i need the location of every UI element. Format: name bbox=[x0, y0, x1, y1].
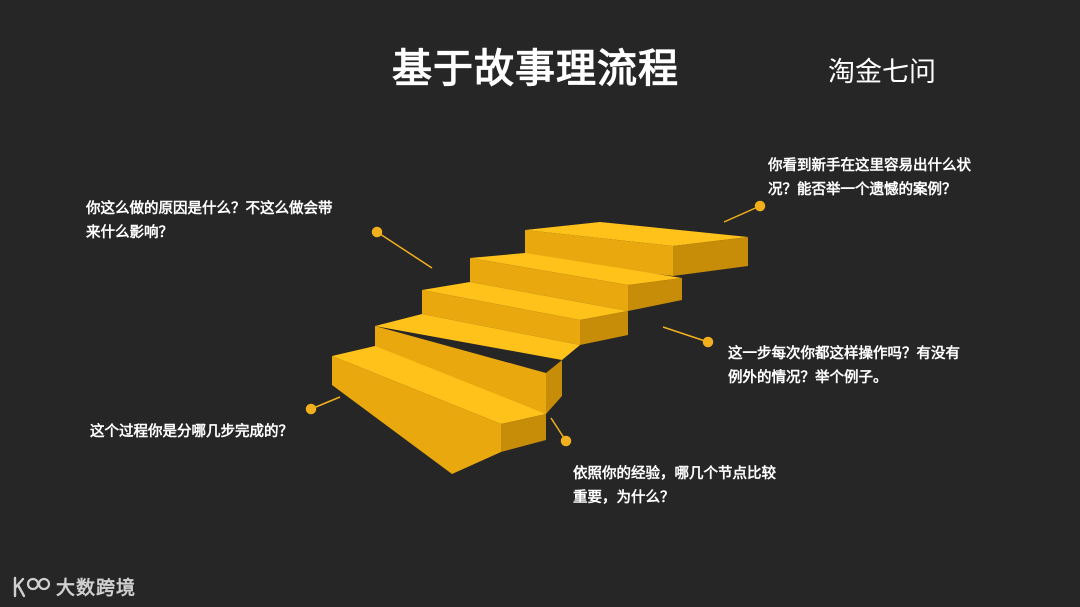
callout-dot-q2 bbox=[754, 200, 766, 212]
callout-dot-q3 bbox=[702, 336, 714, 348]
step-1 bbox=[332, 346, 546, 474]
brand-name: 大数跨境 bbox=[56, 577, 137, 599]
callout-line-q1 bbox=[376, 231, 433, 269]
k100-logo-icon bbox=[13, 576, 51, 597]
question-line: 来什么影响？ bbox=[86, 225, 173, 241]
step-5 bbox=[525, 222, 748, 276]
question-line: 这一步每次你都这样操作吗？有没有 bbox=[728, 346, 960, 362]
callout-line-q2 bbox=[723, 205, 761, 223]
step-3 bbox=[422, 282, 628, 345]
question-exceptions: 这一步每次你都这样操作吗？有没有 例外的情况？举个例子。 bbox=[728, 342, 960, 390]
page-title: 基于故事理流程 bbox=[392, 46, 679, 92]
question-reason-impact: 你这么做的原因是什么？不这么做会带 来什么影响？ bbox=[86, 197, 333, 245]
callout-line-q3 bbox=[662, 326, 709, 343]
callout-dot-q1 bbox=[371, 226, 383, 238]
question-line: 你看到新手在这里容易出什么状 bbox=[768, 158, 971, 174]
question-key-nodes: 依照你的经验，哪几个节点比较 重要，为什么？ bbox=[573, 462, 776, 510]
question-line: 你这么做的原因是什么？不这么做会带 bbox=[86, 201, 333, 217]
question-line: 重要，为什么？ bbox=[573, 490, 675, 506]
step-2 bbox=[375, 314, 580, 414]
step-4 bbox=[470, 253, 682, 311]
question-line: 例外的情况？举个例子。 bbox=[728, 370, 888, 386]
callout-dot-q5 bbox=[560, 435, 572, 447]
question-novice-mistakes: 你看到新手在这里容易出什么状 况？能否举一个遗憾的案例？ bbox=[768, 154, 971, 202]
question-process-steps: 这个过程你是分哪几步完成的？ bbox=[90, 420, 293, 444]
question-line: 这个过程你是分哪几步完成的？ bbox=[90, 424, 293, 440]
question-line: 依照你的经验，哪几个节点比较 bbox=[573, 466, 776, 482]
brand-watermark: 大数跨境 bbox=[12, 573, 136, 600]
callout-dot-q4 bbox=[305, 403, 317, 415]
question-line: 况？能否举一个遗憾的案例？ bbox=[768, 182, 957, 198]
page-subtitle: 淘金七问 bbox=[828, 57, 936, 88]
